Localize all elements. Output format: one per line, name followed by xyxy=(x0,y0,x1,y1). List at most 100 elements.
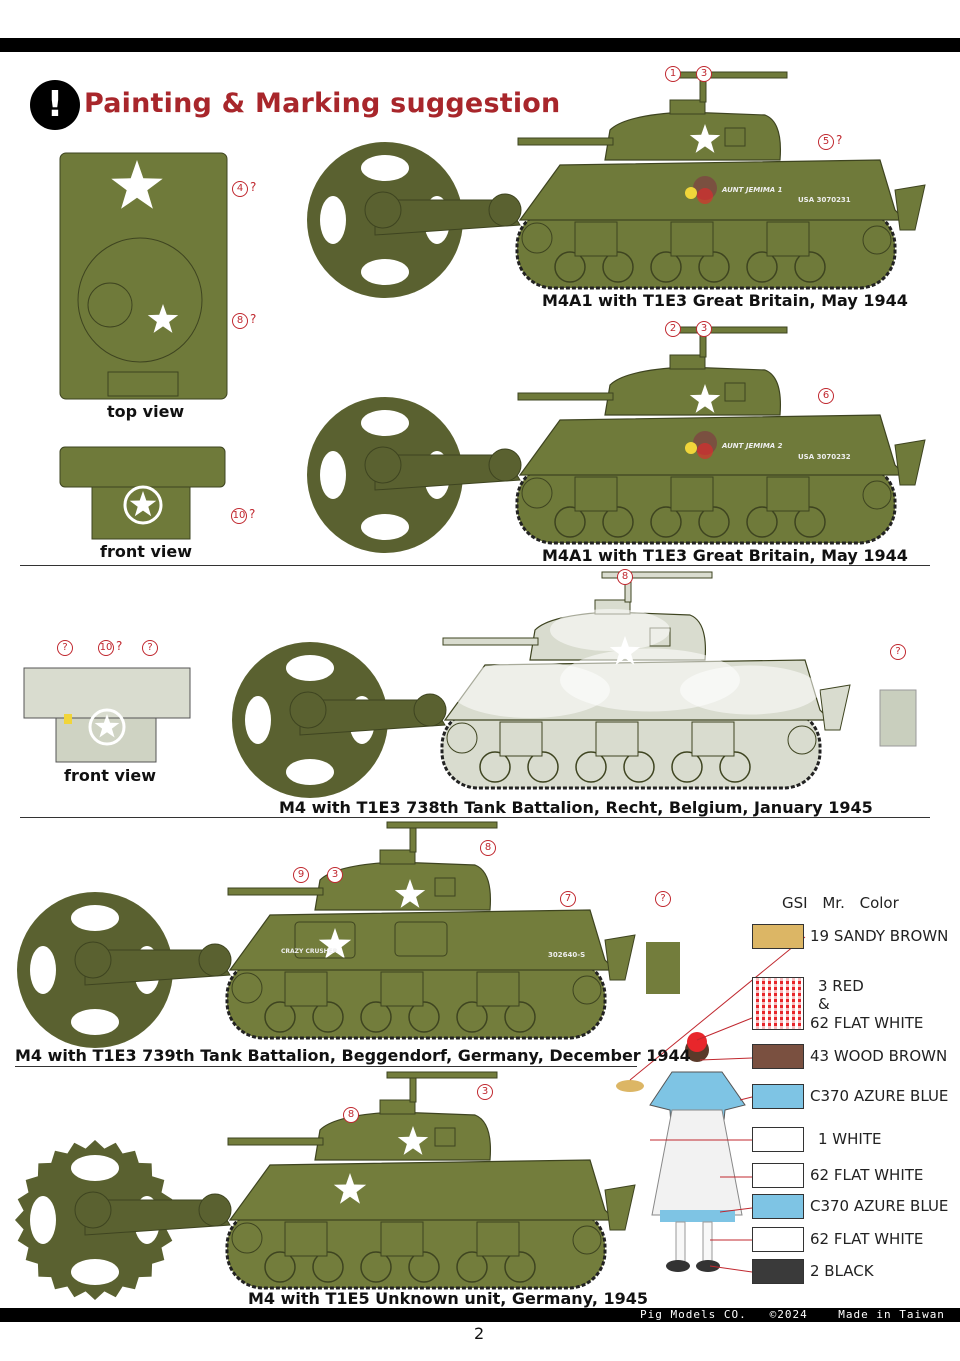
hatch-box xyxy=(434,877,456,897)
star-marking xyxy=(94,714,120,738)
roller-hub xyxy=(364,446,402,484)
roller-hole xyxy=(71,1259,119,1285)
vehicle-caption: M4A1 with T1E3 Great Britain, May 1944 xyxy=(542,291,908,310)
callout-marker: 6 xyxy=(818,388,834,404)
callout-question: ? xyxy=(250,180,257,194)
rear-rack xyxy=(604,934,636,981)
hatch-box xyxy=(724,127,746,147)
drive-sprocket xyxy=(231,972,263,1004)
figure-leg xyxy=(675,1221,686,1263)
arm-pivot xyxy=(488,448,522,482)
tag-marking xyxy=(879,689,917,747)
road-wheel xyxy=(623,751,655,783)
roller-hub xyxy=(364,191,402,229)
machine-gun xyxy=(386,1071,498,1079)
star-marking xyxy=(111,160,163,209)
roller-hole xyxy=(286,759,334,785)
machine-gun xyxy=(601,571,713,579)
cupola xyxy=(379,849,416,865)
roller-hole xyxy=(361,410,409,436)
bogie xyxy=(499,721,543,757)
front-view-label: front view xyxy=(64,766,156,785)
road-wheel xyxy=(671,751,703,783)
callout-marker: 3 xyxy=(477,1084,493,1100)
vehicle-caption: M4 with T1E5 Unknown unit, Germany, 1945 xyxy=(248,1289,648,1308)
callout-marker: 4 xyxy=(232,181,248,197)
cupola xyxy=(669,99,706,115)
star-marking xyxy=(394,879,426,908)
star-marking xyxy=(689,124,721,153)
tank-illustration xyxy=(17,821,636,1048)
nose-art-burst xyxy=(685,442,697,454)
callout-marker: ? xyxy=(655,891,671,907)
callout-marker: ? xyxy=(57,640,73,656)
bogie xyxy=(284,971,328,1007)
bogie xyxy=(574,221,618,257)
main-gun xyxy=(442,637,539,646)
callout-marker: 10 xyxy=(98,640,114,656)
footer-bar xyxy=(0,1308,960,1322)
roller-hole xyxy=(361,259,409,285)
callout-marker: 1 xyxy=(665,66,681,82)
road-wheel xyxy=(527,751,559,783)
bogie xyxy=(595,721,639,757)
color-label: 3 RED xyxy=(818,977,864,995)
divider xyxy=(20,565,930,566)
callout-marker: 8 xyxy=(617,569,633,585)
color-label: 43 WOOD BROWN xyxy=(810,1047,948,1065)
bogie xyxy=(476,1221,520,1257)
bogie xyxy=(766,221,810,257)
road-wheel xyxy=(456,1001,488,1033)
road-wheel xyxy=(746,506,778,538)
color-swatch xyxy=(752,1127,804,1152)
color-label: C370 AZURE BLUE xyxy=(810,1087,949,1105)
bogie xyxy=(670,221,714,257)
page-title: Painting & Marking suggestion xyxy=(84,88,561,119)
callout-marker: 2 xyxy=(665,321,681,337)
road-wheel xyxy=(504,1251,536,1283)
color-label: 19 SANDY BROWN xyxy=(810,927,949,945)
idler-wheel xyxy=(862,225,892,255)
serial-marking: USA 3070231 xyxy=(798,196,851,204)
callout-question: ? xyxy=(836,133,843,147)
divider xyxy=(20,817,930,818)
tank-illustration xyxy=(232,571,851,798)
top-bar xyxy=(0,38,960,52)
roller-hole xyxy=(71,905,119,931)
tank-illustration xyxy=(307,71,926,298)
mg-mount xyxy=(409,827,417,853)
callout-marker: 5 xyxy=(818,134,834,150)
roller-hole xyxy=(361,155,409,181)
road-wheel xyxy=(554,251,586,283)
hatch-box xyxy=(724,382,746,402)
bogie xyxy=(691,721,735,757)
whitewash-patch xyxy=(680,665,820,715)
callout-marker: ? xyxy=(890,644,906,660)
cupola xyxy=(379,1099,416,1115)
vehicle-caption: M4 with T1E3 739th Tank Battalion, Begge… xyxy=(15,1046,691,1065)
bogie xyxy=(766,476,810,512)
road-wheel xyxy=(602,251,634,283)
figure-apron xyxy=(651,1109,743,1216)
figure-pancakes xyxy=(616,1080,644,1092)
serial-marking: USA 3070232 xyxy=(798,453,851,461)
road-wheel xyxy=(650,506,682,538)
arm-pivot xyxy=(413,693,447,727)
color-label: 1 WHITE xyxy=(818,1130,882,1148)
front-view-hull xyxy=(59,446,226,488)
arm-pivot xyxy=(198,1193,232,1227)
vehicle-caption: M4 with T1E3 738th Tank Battalion, Recht… xyxy=(279,798,873,817)
unit-marking xyxy=(64,714,72,724)
hatch-box xyxy=(434,1127,456,1147)
figure-headscarf xyxy=(687,1032,707,1052)
rear-rack xyxy=(604,1184,636,1231)
roller-hole xyxy=(245,696,271,744)
cupola xyxy=(669,354,706,370)
star-marking xyxy=(689,384,721,413)
callout-marker: ? xyxy=(142,640,158,656)
nose-art-dress xyxy=(697,443,713,459)
divider xyxy=(15,1066,637,1067)
bogie xyxy=(284,1221,328,1257)
road-wheel xyxy=(746,251,778,283)
leader-line xyxy=(696,1017,753,1041)
